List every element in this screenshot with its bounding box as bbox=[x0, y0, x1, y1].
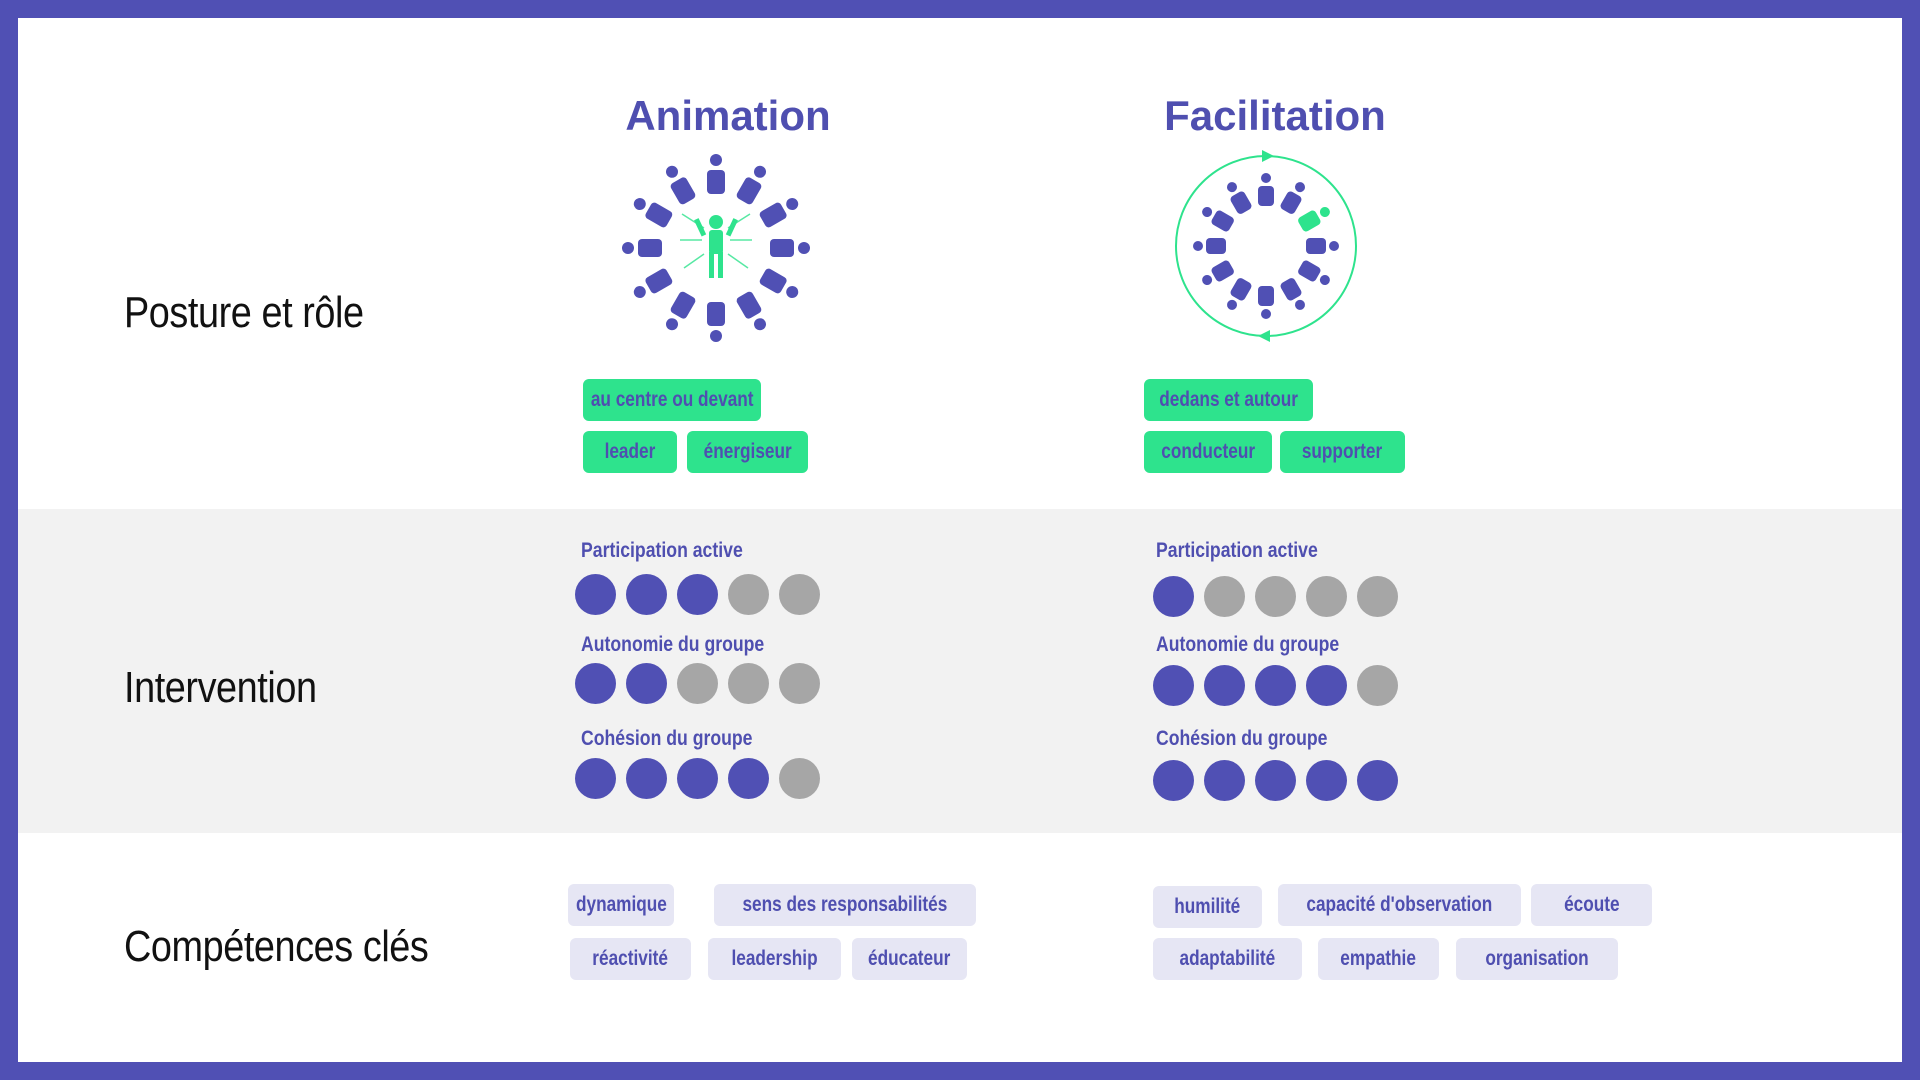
skill-tag: réactivité bbox=[570, 938, 691, 980]
rating-dot-filled bbox=[677, 574, 718, 615]
rating-dot-empty bbox=[779, 758, 820, 799]
posture-tag: leader bbox=[583, 431, 677, 473]
rating-dot-filled bbox=[1153, 760, 1194, 801]
skill-tag: éducateur bbox=[852, 938, 967, 980]
rating-dot-filled bbox=[1306, 665, 1347, 706]
skill-tag: empathie bbox=[1318, 938, 1439, 980]
row-label-posture: Posture et rôle bbox=[124, 288, 364, 337]
posture-tag: dedans et autour bbox=[1144, 379, 1313, 421]
rating-dot-filled bbox=[1204, 665, 1245, 706]
rating-dot-filled bbox=[575, 574, 616, 615]
rating-dots bbox=[575, 758, 820, 799]
rating-dots bbox=[575, 574, 820, 615]
rating-dot-empty bbox=[1357, 576, 1398, 617]
rating-dot-filled bbox=[1153, 665, 1194, 706]
rating-dot-empty bbox=[1255, 576, 1296, 617]
rating-dot-filled bbox=[1306, 760, 1347, 801]
rating-dot-empty bbox=[728, 574, 769, 615]
metric-label: Autonomie du groupe bbox=[1156, 633, 1340, 656]
rating-dot-filled bbox=[1204, 760, 1245, 801]
rating-dots bbox=[1153, 665, 1398, 706]
rating-dot-empty bbox=[779, 663, 820, 704]
posture-tag: au centre ou devant bbox=[583, 379, 761, 421]
rating-dot-empty bbox=[677, 663, 718, 704]
rating-dot-filled bbox=[575, 758, 616, 799]
skill-tag: capacité d'observation bbox=[1278, 884, 1521, 926]
posture-tag: énergiseur bbox=[687, 431, 808, 473]
skill-tag: écoute bbox=[1531, 884, 1652, 926]
rating-dot-filled bbox=[1255, 760, 1296, 801]
skill-tag: organisation bbox=[1456, 938, 1618, 980]
row-label-competences: Compétences clés bbox=[124, 922, 429, 971]
metric-label: Cohésion du groupe bbox=[1156, 727, 1328, 750]
skill-tag: dynamique bbox=[568, 884, 674, 926]
metric-label: Autonomie du groupe bbox=[581, 633, 765, 656]
rating-dot-filled bbox=[575, 663, 616, 704]
metric-label: Participation active bbox=[1156, 539, 1318, 562]
rating-dot-empty bbox=[1204, 576, 1245, 617]
people-circle-facilitator-within-icon bbox=[1175, 150, 1357, 342]
rating-dot-empty bbox=[1357, 665, 1398, 706]
people-circle-center-leader-icon bbox=[622, 154, 810, 342]
rating-dot-empty bbox=[1306, 576, 1347, 617]
posture-tag: supporter bbox=[1280, 431, 1405, 473]
rating-dot-filled bbox=[677, 758, 718, 799]
row-label-intervention: Intervention bbox=[124, 663, 317, 712]
metric-label: Cohésion du groupe bbox=[581, 727, 753, 750]
rating-dots bbox=[575, 663, 820, 704]
posture-tag: conducteur bbox=[1144, 431, 1272, 473]
skill-tag: sens des responsabilités bbox=[714, 884, 976, 926]
rating-dot-filled bbox=[728, 758, 769, 799]
rating-dots bbox=[1153, 760, 1398, 801]
rating-dot-filled bbox=[626, 574, 667, 615]
title-facilitation: Facilitation bbox=[1164, 92, 1386, 139]
skill-tag: adaptabilité bbox=[1153, 938, 1302, 980]
rating-dot-filled bbox=[626, 758, 667, 799]
rating-dots bbox=[1153, 576, 1398, 617]
rating-dot-filled bbox=[1357, 760, 1398, 801]
rating-dot-empty bbox=[779, 574, 820, 615]
rating-dot-filled bbox=[1153, 576, 1194, 617]
rating-dot-filled bbox=[1255, 665, 1296, 706]
metric-label: Participation active bbox=[581, 539, 743, 562]
rating-dot-empty bbox=[728, 663, 769, 704]
rating-dot-filled bbox=[626, 663, 667, 704]
slide: Posture et rôle Intervention Compétences… bbox=[18, 18, 1902, 1062]
skill-tag: humilité bbox=[1153, 886, 1262, 928]
skill-tag: leadership bbox=[708, 938, 841, 980]
intervention-band bbox=[18, 509, 1902, 833]
title-animation: Animation bbox=[625, 92, 831, 139]
